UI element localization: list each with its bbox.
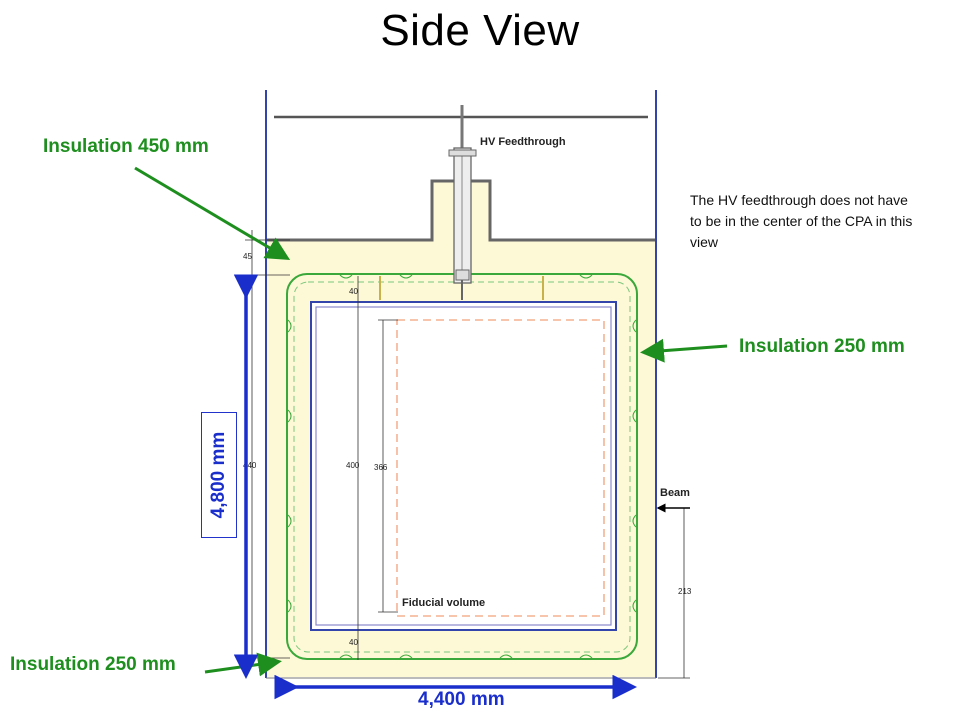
callout-insulation-top-left: Insulation 450 mm xyxy=(43,136,209,157)
height-dimension-label: 4,800 mm xyxy=(208,431,229,519)
dim-40-bottom: 40 xyxy=(349,638,358,647)
dim-40-top: 40 xyxy=(349,287,358,296)
feedthrough-note: The HV feedthrough does not have to be i… xyxy=(690,192,913,250)
height-dimension-label-box: 4,800 mm xyxy=(201,412,237,538)
callout-arrow-top-left xyxy=(134,166,291,261)
dim-213: 213 xyxy=(678,587,692,596)
callout-insulation-right: Insulation 250 mm xyxy=(739,336,905,357)
page-title: Side View xyxy=(380,6,580,55)
dim-45: 45 xyxy=(243,252,252,261)
beam-label: Beam xyxy=(660,487,690,499)
tpc-outer xyxy=(310,301,617,631)
tpc-inner xyxy=(315,306,612,626)
hv-feedthrough xyxy=(448,105,477,300)
feedthrough-label: HV Feedthrough xyxy=(480,136,566,148)
fiducial-label: Fiducial volume xyxy=(402,597,485,609)
dim-366: 366 xyxy=(374,463,388,472)
callout-arrow-right xyxy=(640,338,728,363)
callout-insulation-bottom-left: Insulation 250 mm xyxy=(10,654,176,675)
fiducial-volume xyxy=(396,319,605,617)
dim-400: 400 xyxy=(346,461,360,470)
width-dimension-label: 4,400 mm xyxy=(418,689,505,710)
